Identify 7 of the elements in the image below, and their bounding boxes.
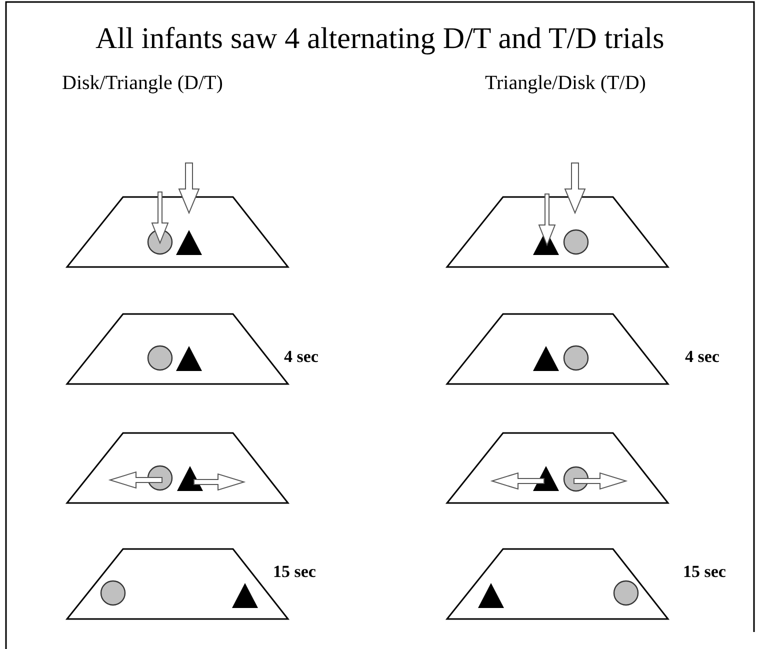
time-label: 4 sec <box>685 348 720 367</box>
column-heading: Disk/Triangle (D/T) <box>62 72 223 94</box>
time-label: 4 sec <box>284 348 318 367</box>
time-label: 15 sec <box>683 563 726 582</box>
diagram-title: All infants saw 4 alternating D/T and T/D trials <box>96 22 664 55</box>
time-label: 15 sec <box>273 563 316 582</box>
column-heading: Triangle/Disk (T/D) <box>485 72 646 94</box>
